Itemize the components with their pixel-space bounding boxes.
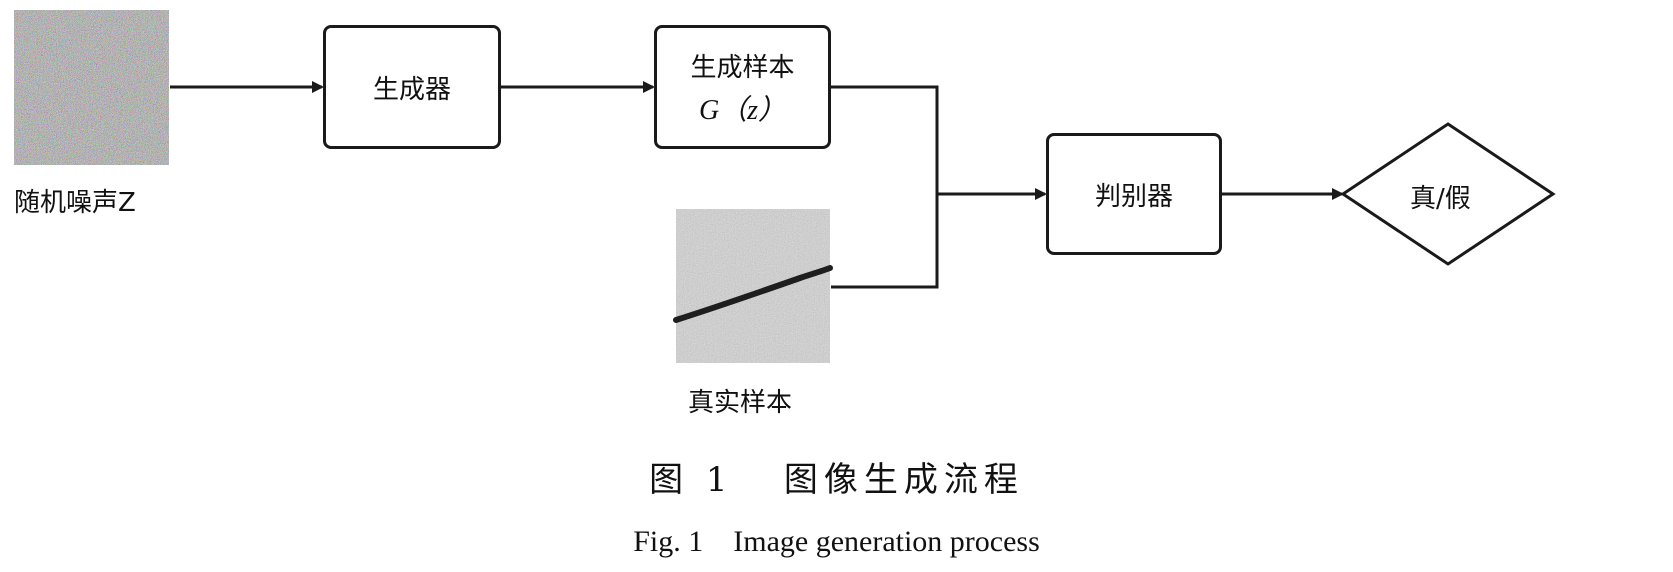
output-label: 真/假 — [1410, 184, 1471, 214]
discriminator-label: 判别器 — [1094, 181, 1173, 212]
random-noise-image — [14, 10, 169, 165]
generator-box: 生成器 — [323, 25, 501, 149]
generated-sample-box: 生成样本 G（z） — [654, 25, 831, 149]
random-noise-label: 随机噪声Z — [14, 188, 136, 218]
figure-caption-chinese: 图 1 图像生成流程 — [649, 460, 1024, 500]
output-diamond — [1340, 122, 1556, 266]
connector-real-to-merge — [831, 194, 939, 289]
real-sample-image — [673, 209, 833, 363]
generator-label: 生成器 — [372, 74, 451, 105]
connector-generated-to-merge — [831, 85, 939, 194]
real-sample-label: 真实样本 — [688, 388, 793, 418]
figure-caption-english: Fig. 1 Image generation process — [633, 525, 1040, 558]
generated-sample-label: 生成样本 — [690, 52, 795, 83]
generated-sample-formula: G（z） — [698, 94, 787, 126]
discriminator-box: 判别器 — [1046, 133, 1222, 255]
